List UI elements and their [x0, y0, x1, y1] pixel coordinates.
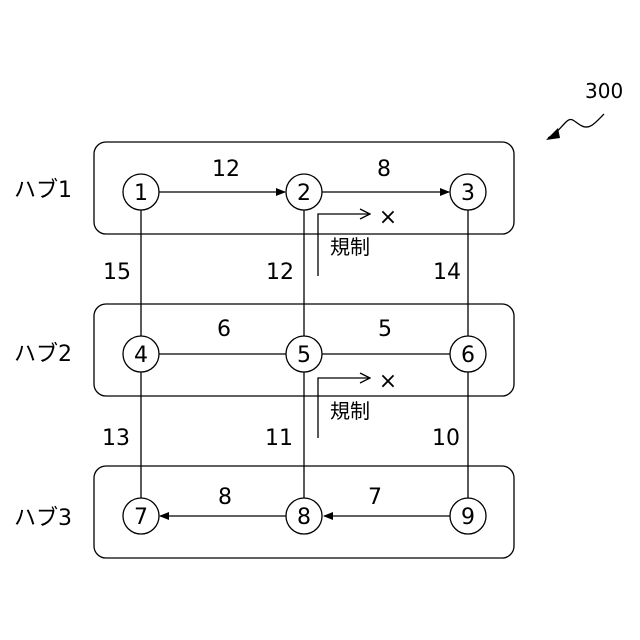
node-5: 5 [286, 336, 322, 372]
node-9: 9 [450, 498, 486, 534]
weight-6-9: 10 [432, 426, 460, 451]
node-2: 2 [286, 174, 322, 210]
node-8-label: 8 [297, 505, 311, 530]
hub1-label: ハブ1 [14, 178, 72, 203]
node-4: 4 [123, 336, 159, 372]
figure-reference-number: 300 [585, 79, 623, 103]
weight-1-4: 15 [103, 260, 131, 285]
weight-2-3: 8 [377, 157, 391, 182]
node-7: 7 [123, 498, 159, 534]
restriction-2-cross-mark: × [379, 369, 397, 394]
weight-4-5: 6 [217, 317, 231, 342]
weight-1-2: 12 [212, 157, 240, 182]
node-2-label: 2 [297, 181, 311, 206]
node-3-label: 3 [461, 181, 475, 206]
node-3: 3 [450, 174, 486, 210]
weight-5-8: 11 [265, 426, 293, 451]
node-7-label: 7 [134, 505, 148, 530]
weight-4-7: 13 [102, 426, 130, 451]
restriction-1-cross-mark: × [379, 205, 397, 230]
restriction-2-label: 規制 [330, 399, 370, 423]
node-9-label: 9 [461, 505, 475, 530]
weight-5-6: 5 [378, 317, 392, 342]
weight-9-8: 7 [368, 485, 382, 510]
weight-3-6: 14 [433, 260, 461, 285]
node-1: 1 [123, 174, 159, 210]
node-6: 6 [450, 336, 486, 372]
hub3-label: ハブ3 [14, 506, 72, 531]
weight-2-5: 12 [266, 260, 294, 285]
hub2-label: ハブ2 [14, 342, 72, 367]
node-6-label: 6 [461, 343, 475, 368]
figure-reference-arrowhead [546, 128, 560, 140]
node-1-label: 1 [134, 181, 148, 206]
weight-8-7: 8 [218, 485, 232, 510]
node-4-label: 4 [134, 343, 148, 368]
restriction-1-label: 規制 [330, 235, 370, 259]
node-5-label: 5 [297, 343, 311, 368]
node-8: 8 [286, 498, 322, 534]
